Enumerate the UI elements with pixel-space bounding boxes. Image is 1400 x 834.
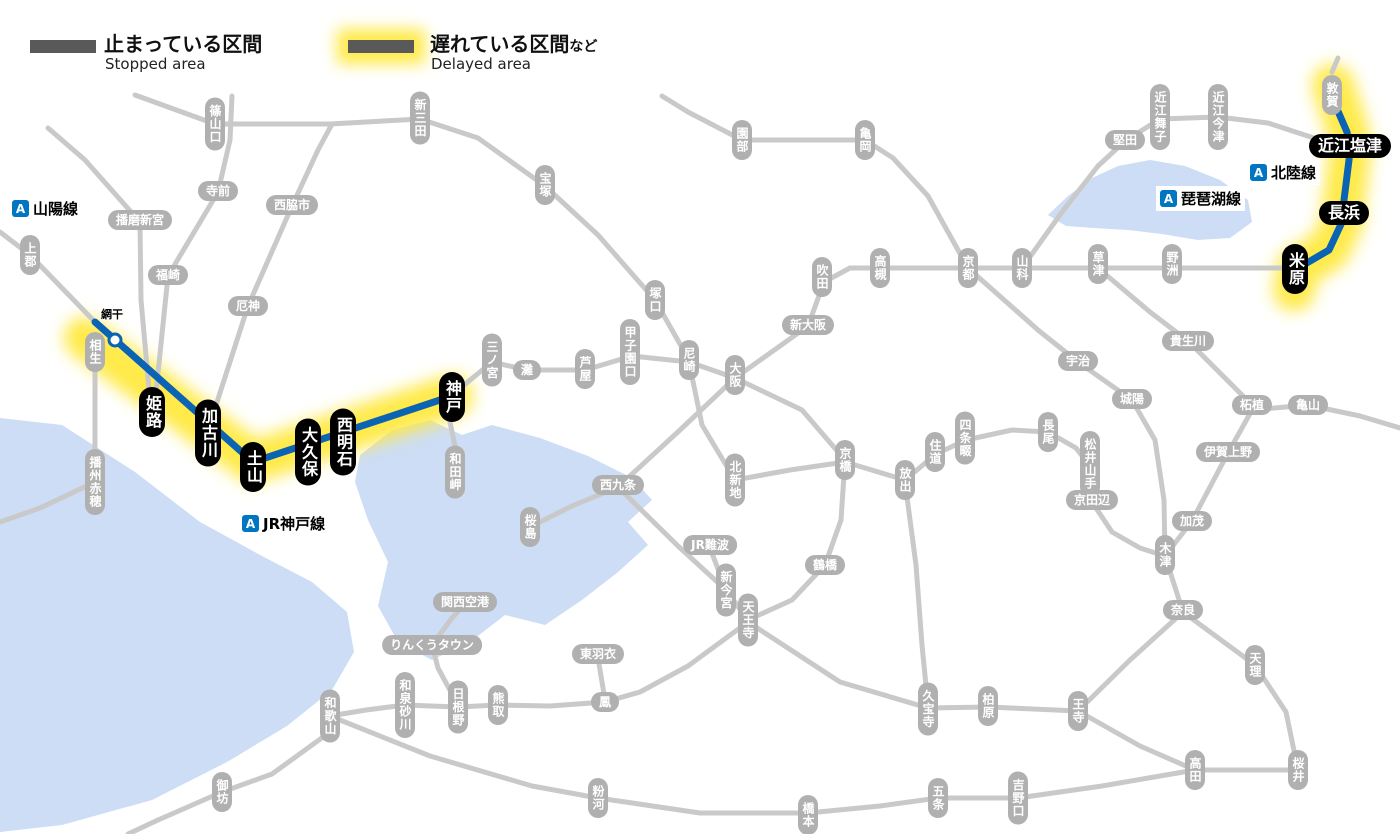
legend-delayed-label: 遅れている区間など (430, 28, 597, 57)
line-label-jr-kobe[interactable]: A JR神戸線 (238, 511, 330, 536)
rail-line-higashihagoromo (595, 655, 608, 703)
legend: 止まっている区間 Stopped area 遅れている区間など Delayed … (0, 0, 1400, 90)
line-label-biwako[interactable]: A 琵琶湖線 (1156, 186, 1246, 211)
rail-line-wakayama (327, 713, 1198, 816)
line-label-text: JR神戸線 (263, 515, 326, 533)
line-label-sanyo[interactable]: A 山陽線 (8, 196, 83, 221)
water-areas (0, 160, 1252, 832)
rail-line-bantan (152, 93, 235, 405)
legend-delayed-suffix: など (569, 39, 598, 55)
water-inland-sea (0, 418, 354, 832)
rail-line-fukuchiyama (132, 92, 692, 363)
legend-delayed-swatch (348, 40, 414, 53)
rail-line-oji-nara (1075, 609, 1186, 714)
line-label-text: 山陽線 (33, 200, 79, 218)
rail-line-sakurai (1180, 609, 1301, 773)
rail-line-sanyo-west (0, 229, 98, 325)
rail-line-osaka-higashi (902, 479, 931, 709)
delay-glows (64, 64, 1371, 483)
rail-line-kusatsu (1095, 265, 1255, 408)
rail-line-tsuruga-stub (1329, 55, 1341, 75)
water-osaka-bay (355, 420, 652, 660)
line-label-text: 琵琶湖線 (1181, 190, 1242, 208)
rail-line-hanwa (327, 619, 751, 719)
water-lake-biwa (1048, 160, 1252, 240)
rail-line-ako (0, 332, 98, 525)
delayed-lines (91, 98, 1354, 466)
rail-line-nara (965, 265, 1168, 559)
rail-line-osaka-loop (615, 375, 848, 623)
legend-delayed-label-text: 遅れている区間 (430, 32, 570, 56)
legend-stopped-sublabel: Stopped area (105, 55, 206, 73)
legend-stopped-label: 止まっている区間 (104, 32, 263, 56)
rail-line-oji-takada (1075, 708, 1198, 773)
rail-line-gakkentoshi (842, 427, 1168, 559)
rail-line-sanin (659, 93, 971, 271)
legend-stopped-swatch (30, 40, 96, 53)
rail-line-kansai-east (1162, 402, 1400, 559)
line-symbol-icon: A (242, 515, 259, 532)
line-symbol-icon: A (1160, 190, 1177, 207)
line-symbol-icon: A (1250, 164, 1267, 181)
line-symbol-icon: A (12, 200, 29, 217)
rail-line-yamatoji (745, 619, 1081, 714)
line-label-hokuriku[interactable]: A 北陸線 (1246, 160, 1321, 185)
rail-line-kizu-nara (1162, 553, 1186, 615)
rail-line-tozai (686, 359, 848, 483)
legend-delayed-sublabel: Delayed area (431, 55, 531, 73)
rail-line-kakogawa (205, 121, 335, 433)
line-label-text: 北陸線 (1271, 164, 1317, 182)
